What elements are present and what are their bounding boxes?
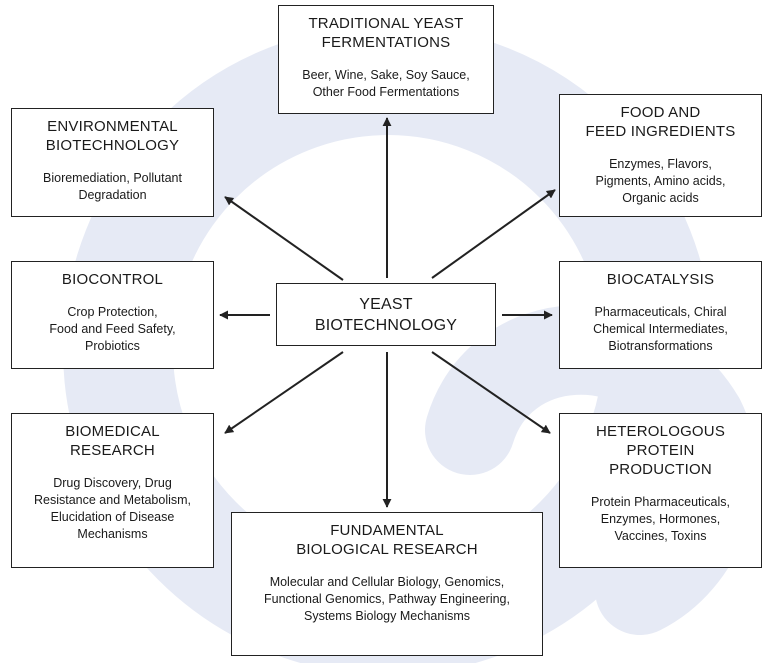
node-fundamental-title: FUNDAMENTAL BIOLOGICAL RESEARCH	[296, 522, 478, 558]
arrow-to-environmental	[224, 196, 344, 281]
arrow-to-food-feed	[431, 189, 556, 279]
center-node: YEAST BIOTECHNOLOGY	[276, 283, 496, 346]
node-biomedical-title: BIOMEDICAL RESEARCH	[65, 423, 160, 459]
arrow-to-heterologous	[431, 351, 551, 434]
node-food-feed-title: FOOD AND FEED INGREDIENTS	[585, 104, 736, 140]
node-food-feed: FOOD AND FEED INGREDIENTS Enzymes, Flavo…	[559, 94, 762, 217]
node-traditional-description: Beer, Wine, Sake, Soy Sauce, Other Food …	[302, 68, 470, 99]
node-fundamental-description: Molecular and Cellular Biology, Genomics…	[264, 575, 510, 623]
node-heterologous: HETEROLOGOUS PROTEIN PRODUCTION Protein …	[559, 413, 762, 568]
node-biomedical: BIOMEDICAL RESEARCH Drug Discovery, Drug…	[11, 413, 214, 568]
node-traditional-title: TRADITIONAL YEAST FERMENTATIONS	[308, 15, 464, 51]
arrow-to-biomedical	[224, 351, 344, 434]
node-environmental-description: Bioremediation, Pollutant Degradation	[43, 171, 182, 202]
center-node-title: YEAST BIOTECHNOLOGY	[314, 295, 458, 334]
node-fundamental: FUNDAMENTAL BIOLOGICAL RESEARCH Molecula…	[231, 512, 543, 656]
node-biocontrol-title: BIOCONTROL	[61, 271, 164, 288]
node-traditional: TRADITIONAL YEAST FERMENTATIONS Beer, Wi…	[278, 5, 494, 114]
node-heterologous-title: HETEROLOGOUS PROTEIN PRODUCTION	[595, 423, 726, 478]
node-biomedical-description: Drug Discovery, Drug Resistance and Meta…	[33, 476, 192, 541]
node-biocontrol-description: Crop Protection, Food and Feed Safety, P…	[49, 305, 176, 353]
node-biocatalysis-title: BIOCATALYSIS	[606, 271, 715, 288]
node-environmental: ENVIRONMENTAL BIOTECHNOLOGY Bioremediati…	[11, 108, 214, 217]
node-biocatalysis-description: Pharmaceuticals, Chiral Chemical Interme…	[593, 305, 728, 353]
node-environmental-title: ENVIRONMENTAL BIOTECHNOLOGY	[45, 118, 180, 154]
node-biocontrol: BIOCONTROL Crop Protection, Food and Fee…	[11, 261, 214, 369]
node-heterologous-description: Protein Pharmaceuticals, Enzymes, Hormon…	[591, 495, 730, 543]
node-biocatalysis: BIOCATALYSIS Pharmaceuticals, Chiral Che…	[559, 261, 762, 369]
node-food-feed-description: Enzymes, Flavors, Pigments, Amino acids,…	[595, 157, 726, 205]
